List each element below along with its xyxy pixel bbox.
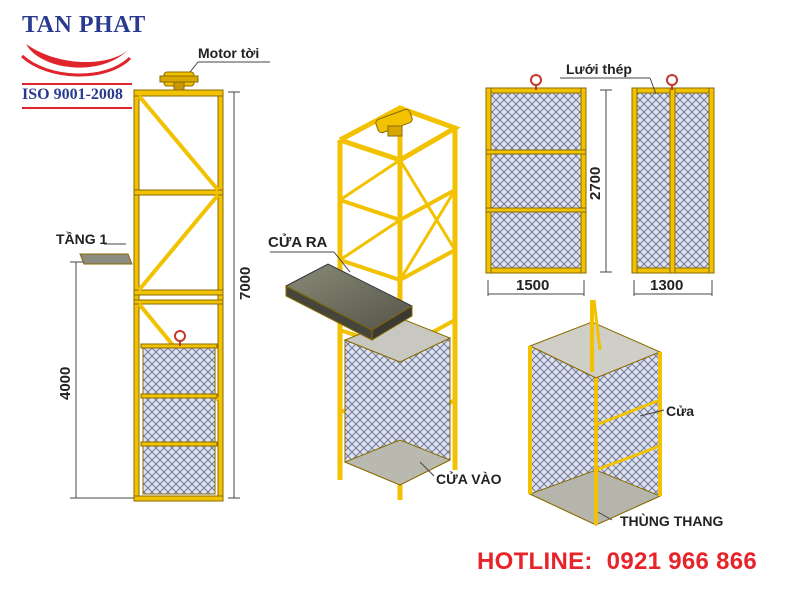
label-steel-mesh: Lưới thép (566, 61, 632, 77)
brand-name: TAN PHAT (22, 12, 146, 38)
hotline-label: HOTLINE: (477, 548, 593, 575)
dim-floor-height: 4000 (57, 367, 74, 400)
dimension-lines-left (70, 61, 270, 499)
dim-cage-width: 1500 (516, 277, 549, 294)
leader-lines-cage (597, 409, 665, 521)
cage-3d (343, 317, 452, 486)
cage-side (140, 330, 218, 495)
dim-cage-height: 2700 (587, 167, 604, 200)
dim-total-height: 7000 (237, 267, 254, 300)
leader-lines-center (270, 251, 435, 477)
hotline-number[interactable]: 0921 966 866 (606, 548, 758, 575)
company-logo (20, 44, 132, 109)
dim-cage-depth: 1300 (650, 277, 683, 294)
tower-side-view (79, 71, 224, 502)
label-entry-door: CỬA VÀO (436, 470, 502, 487)
logo-swoosh (26, 44, 128, 68)
motor-winch (159, 71, 199, 91)
label-exit-door: CỬA RA (268, 233, 328, 251)
motor-winch-3d (375, 108, 413, 137)
cage-front-view (485, 74, 587, 274)
label-floor: TẦNG 1 (56, 231, 108, 247)
cage-side-view (631, 74, 715, 274)
iso-certification: ISO 9001-2008 (22, 86, 123, 103)
hotline-banner: HOTLINE: 0921 966 866 (477, 548, 757, 576)
label-cage: THÙNG THANG (620, 512, 724, 529)
label-motor: Motor tời (198, 45, 259, 61)
label-door: Cửa (666, 403, 694, 419)
cage-3d-detail (528, 299, 662, 526)
floor-slab (79, 253, 133, 265)
tower-3d-view (284, 105, 461, 500)
dimension-lines-right (487, 77, 713, 296)
